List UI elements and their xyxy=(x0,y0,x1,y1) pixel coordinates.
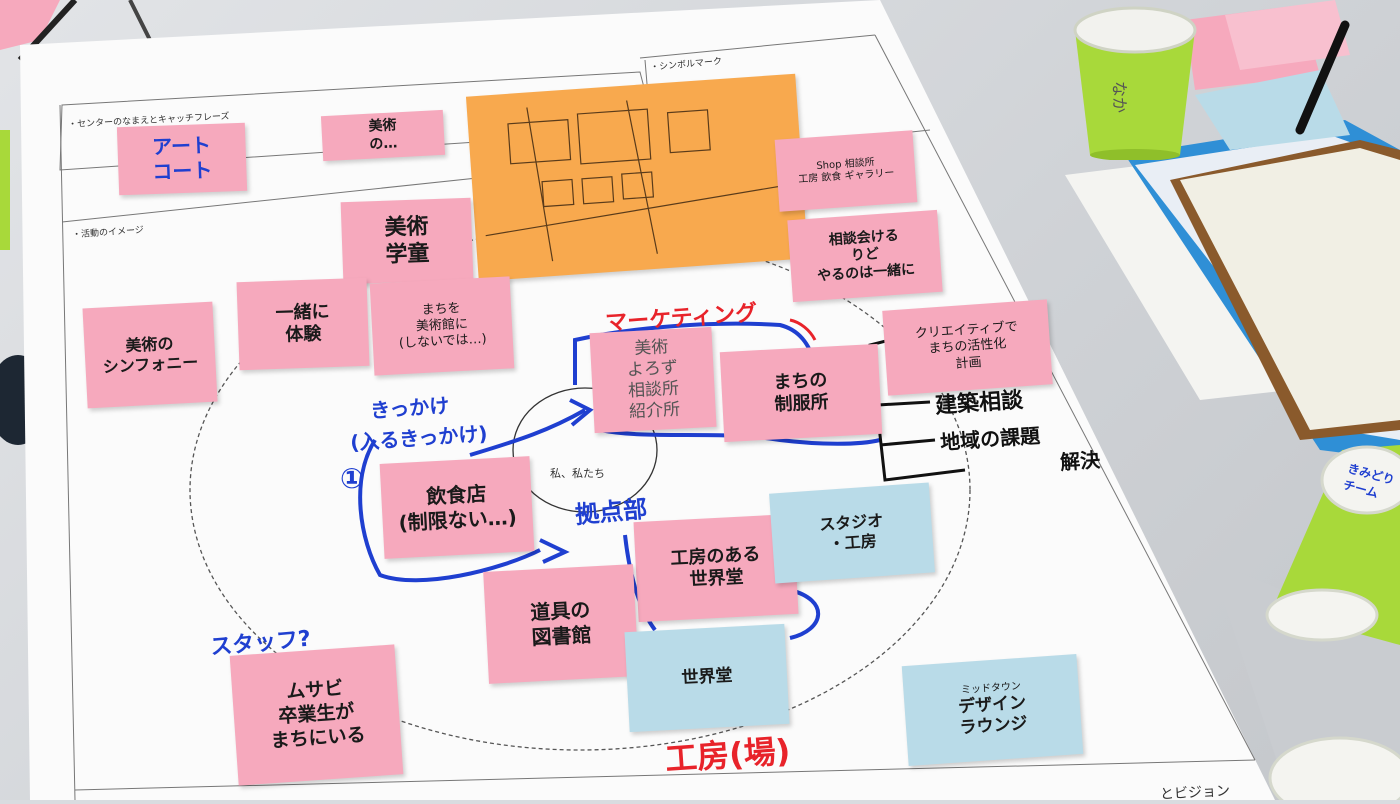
arrow-head-2 xyxy=(569,398,594,427)
cup-left-label: なか xyxy=(1110,80,1130,114)
note-machi-bijutsukan: まちを 美術館に (しないでは…) xyxy=(369,276,515,376)
loose-paper xyxy=(1065,160,1290,400)
text-koubou-ba: 工房(場) xyxy=(663,731,792,779)
cup-left-edge xyxy=(0,130,10,250)
text-kaiketsu: 解決 xyxy=(1059,447,1101,475)
note-soudan-issho: 相談会ける りど やるのは一緒に xyxy=(787,209,943,303)
text-kyoten: 拠点部 xyxy=(574,494,649,530)
note-midtown: ミッドタウン デザイン ラウンジ xyxy=(901,654,1084,766)
table-sticky-pink-2 xyxy=(1225,0,1350,70)
note-studio: スタジオ ・工房 xyxy=(769,482,935,584)
pen-top xyxy=(128,0,152,41)
note-art-court: アート コート xyxy=(116,122,248,196)
bracket-line-2 xyxy=(879,438,936,447)
self-circle xyxy=(512,387,658,513)
frame-left xyxy=(59,104,76,800)
bracket-line xyxy=(877,400,931,407)
cup-left xyxy=(1073,6,1197,160)
cup-right xyxy=(1265,445,1400,645)
cup-bottom xyxy=(1268,736,1400,800)
note-creative: クリエイティブで まちの活性化 計画 xyxy=(882,299,1053,396)
note-inshokuten: 飲食店 (制限ない…) xyxy=(379,456,535,559)
note-shop-map: Shop 相談所 工房 飲食 ギャラリー xyxy=(774,130,918,212)
flow-base-right xyxy=(789,588,821,640)
note-bijutsu-soudan: 美術 よろず 相談所 紹介所 xyxy=(589,326,717,434)
pen-icon xyxy=(1295,20,1350,135)
table-sticky-blue xyxy=(1195,70,1350,150)
note-machi-seifuku: まちの 制服所 xyxy=(719,343,883,443)
label-vision: とビジョン xyxy=(1159,783,1231,803)
note-bijutsu-top: 美術 の… xyxy=(320,109,446,162)
sketch-map-note xyxy=(465,73,809,282)
flow-up-arrow xyxy=(469,408,586,457)
sketch-map xyxy=(485,100,793,262)
note-sekaido: 世界堂 xyxy=(624,623,790,733)
arrow-head xyxy=(539,538,570,564)
note-musabi: ムサビ 卒業生が まちにいる xyxy=(229,644,404,786)
table-sticky-corner xyxy=(0,0,60,50)
flow-left-arrow xyxy=(358,438,541,583)
notebook-page xyxy=(1180,148,1400,430)
note-issho-taiken: 一緒に 体験 xyxy=(236,277,370,371)
midtown-big-label: デザイン ラウンジ xyxy=(957,692,1029,739)
note-bijutsu-gakudo: 美術 学童 xyxy=(340,197,474,285)
frame-bottom xyxy=(74,759,1256,791)
red-tick xyxy=(789,318,817,341)
note-dougu-toshokan: 道具の 図書館 xyxy=(483,564,639,684)
frame-right xyxy=(874,34,1256,761)
text-circle-one: ① xyxy=(340,462,364,495)
note-bijutsu-symphony: 美術の シンフォニー xyxy=(82,301,218,409)
activity-circle xyxy=(189,229,971,751)
frame-symbol-top xyxy=(639,34,876,59)
text-watashi: 私、私たち xyxy=(550,467,605,480)
text-kikkake: きっかけ xyxy=(369,393,451,423)
text-kenchiku: 建築相談 xyxy=(934,387,1024,420)
